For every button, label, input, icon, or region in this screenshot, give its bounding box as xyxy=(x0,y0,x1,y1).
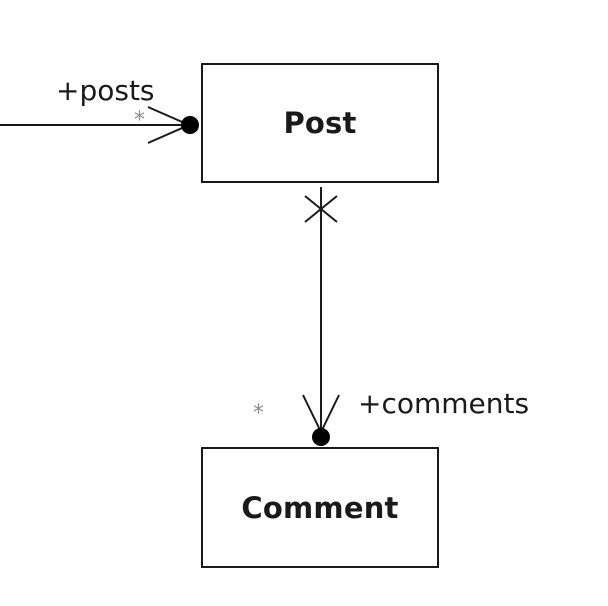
comments-ownership-dot xyxy=(312,428,330,446)
posts-multiplicity: * xyxy=(134,108,145,133)
post-class-box[interactable]: Post xyxy=(201,63,439,183)
non-navigable-cross-b xyxy=(304,195,338,223)
comment-class-name: Comment xyxy=(241,490,399,525)
comments-multiplicity: * xyxy=(253,401,264,426)
posts-ownership-dot xyxy=(181,116,199,134)
comment-class-box[interactable]: Comment xyxy=(201,447,439,568)
comments-role-label: +comments xyxy=(358,387,530,420)
posts-role-label: +posts xyxy=(56,74,155,107)
post-class-name: Post xyxy=(283,106,357,140)
